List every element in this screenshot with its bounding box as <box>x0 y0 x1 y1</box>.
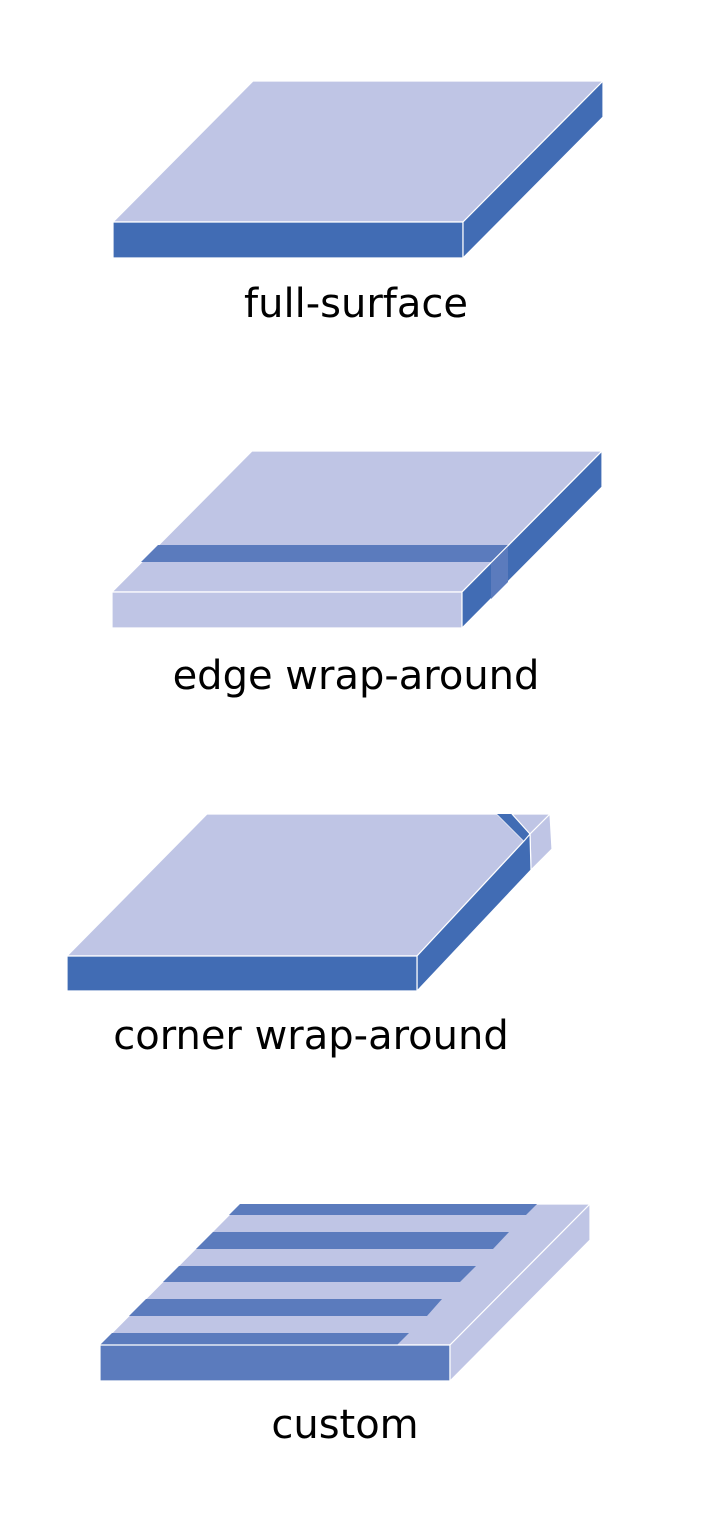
top-stripe-4 <box>129 1299 442 1316</box>
corner-stripe <box>497 814 530 841</box>
front-face-coated <box>99 1344 451 1382</box>
side-face <box>449 1203 591 1382</box>
side-stripe-wrap <box>491 546 508 599</box>
top-stripe-2 <box>196 1232 509 1249</box>
front-face-coated <box>112 221 464 259</box>
corner-wrap-around-slab <box>66 813 553 992</box>
front-face-coated <box>66 955 418 992</box>
top-stripe-5 <box>100 1333 409 1345</box>
label-full-surface: full-surface <box>244 281 468 327</box>
label-edge-wrap-around: edge wrap-around <box>173 653 540 699</box>
full-surface-slab <box>112 80 604 259</box>
top-face <box>111 450 603 593</box>
edge-wrap-around-slab <box>111 450 603 629</box>
front-face <box>111 591 463 629</box>
label-corner-wrap-around: corner wrap-around <box>113 1013 508 1059</box>
top-stripe <box>141 545 508 562</box>
custom-slab <box>99 1203 591 1382</box>
edge-line <box>461 450 603 593</box>
top-stripe-1 <box>229 1204 537 1215</box>
label-custom: custom <box>271 1402 418 1448</box>
top-stripe-3 <box>163 1266 476 1282</box>
top-face <box>112 80 604 223</box>
side-face-coated <box>462 80 604 259</box>
